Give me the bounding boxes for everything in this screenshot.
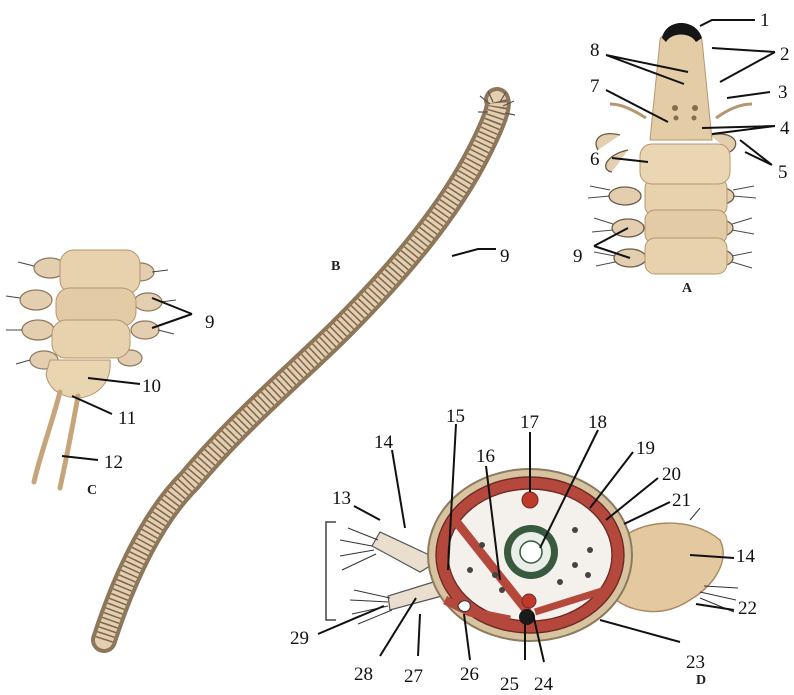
callout-d-22: 22 xyxy=(738,598,757,619)
callout-d-14-left: 14 xyxy=(374,432,394,453)
leader-a-4 xyxy=(702,126,775,134)
leader-a-1 xyxy=(700,20,755,26)
callout-d-20: 20 xyxy=(662,464,681,485)
callout-c-9: 9 xyxy=(205,312,215,333)
callout-a-4: 4 xyxy=(780,118,790,139)
callout-b-9: 9 xyxy=(500,246,510,267)
callout-d-28: 28 xyxy=(354,664,373,685)
callout-c-11: 11 xyxy=(118,408,136,429)
posterior-segment-3 xyxy=(52,320,130,358)
callout-d-29: 29 xyxy=(290,628,309,649)
callout-a-6: 6 xyxy=(590,149,600,170)
right-gill xyxy=(616,523,723,611)
posterior-segment-1 xyxy=(60,250,140,294)
leader-b-9 xyxy=(452,249,496,256)
callout-d-25: 25 xyxy=(500,674,519,695)
callout-a-9: 9 xyxy=(573,246,583,267)
panel-letter-a: A xyxy=(682,281,693,296)
callout-d-16: 16 xyxy=(476,446,495,467)
leader-d-19 xyxy=(590,452,633,508)
peristomium xyxy=(640,144,730,184)
callout-d-21: 21 xyxy=(672,490,691,511)
tentacle-left xyxy=(610,104,646,118)
leader-d-20 xyxy=(606,478,658,520)
leader-d-13 xyxy=(354,506,380,520)
callout-d-19: 19 xyxy=(636,438,655,459)
callout-d-27: 27 xyxy=(404,666,423,687)
callout-a-1: 1 xyxy=(760,10,770,31)
callout-d-17: 17 xyxy=(520,412,539,433)
panel-letter-d: D xyxy=(696,673,706,688)
nerve-cord xyxy=(519,609,535,625)
eye-left xyxy=(672,105,678,111)
anal-cirrus-right xyxy=(60,396,78,488)
leader-a-3 xyxy=(727,92,770,98)
ventral-vessel xyxy=(522,594,536,608)
typhlosole xyxy=(520,541,542,563)
nephridium xyxy=(458,601,470,612)
callout-a-8: 8 xyxy=(590,40,600,61)
callout-d-14-right: 14 xyxy=(736,546,756,567)
eye-right-2 xyxy=(692,116,697,121)
callout-d-26: 26 xyxy=(460,664,479,685)
prostomium xyxy=(650,33,712,141)
leader-a-5 xyxy=(740,140,772,165)
leader-d-14-left xyxy=(392,450,405,528)
callout-a-5: 5 xyxy=(778,162,788,183)
callout-a-3: 3 xyxy=(778,82,788,103)
parapodium-bracket xyxy=(326,522,336,620)
callout-c-12: 12 xyxy=(104,452,123,473)
leader-d-22 xyxy=(696,604,734,610)
panel-letter-b: B xyxy=(331,259,340,274)
dorsal-vessel xyxy=(522,492,538,508)
leader-d-27 xyxy=(418,614,420,656)
eye-left-2 xyxy=(674,116,679,121)
callout-d-13: 13 xyxy=(332,488,351,509)
callout-c-10: 10 xyxy=(142,376,161,397)
panel-c-posterior xyxy=(6,250,176,488)
eye-right xyxy=(692,105,698,111)
leader-d-23 xyxy=(600,620,680,642)
leader-a-2 xyxy=(712,48,775,82)
callout-a-2: 2 xyxy=(780,44,790,65)
panel-letter-c: C xyxy=(87,483,97,498)
left-parapodium xyxy=(340,528,442,624)
callout-d-15: 15 xyxy=(446,406,465,427)
tentacle-right xyxy=(716,104,752,118)
callout-d-24: 24 xyxy=(534,674,554,695)
anal-cirrus-left xyxy=(34,392,60,482)
leader-d-21 xyxy=(624,502,670,524)
head-segment-3 xyxy=(645,238,727,274)
callout-d-23: 23 xyxy=(686,652,705,673)
callout-d-18: 18 xyxy=(588,412,607,433)
callout-a-7: 7 xyxy=(590,76,600,97)
